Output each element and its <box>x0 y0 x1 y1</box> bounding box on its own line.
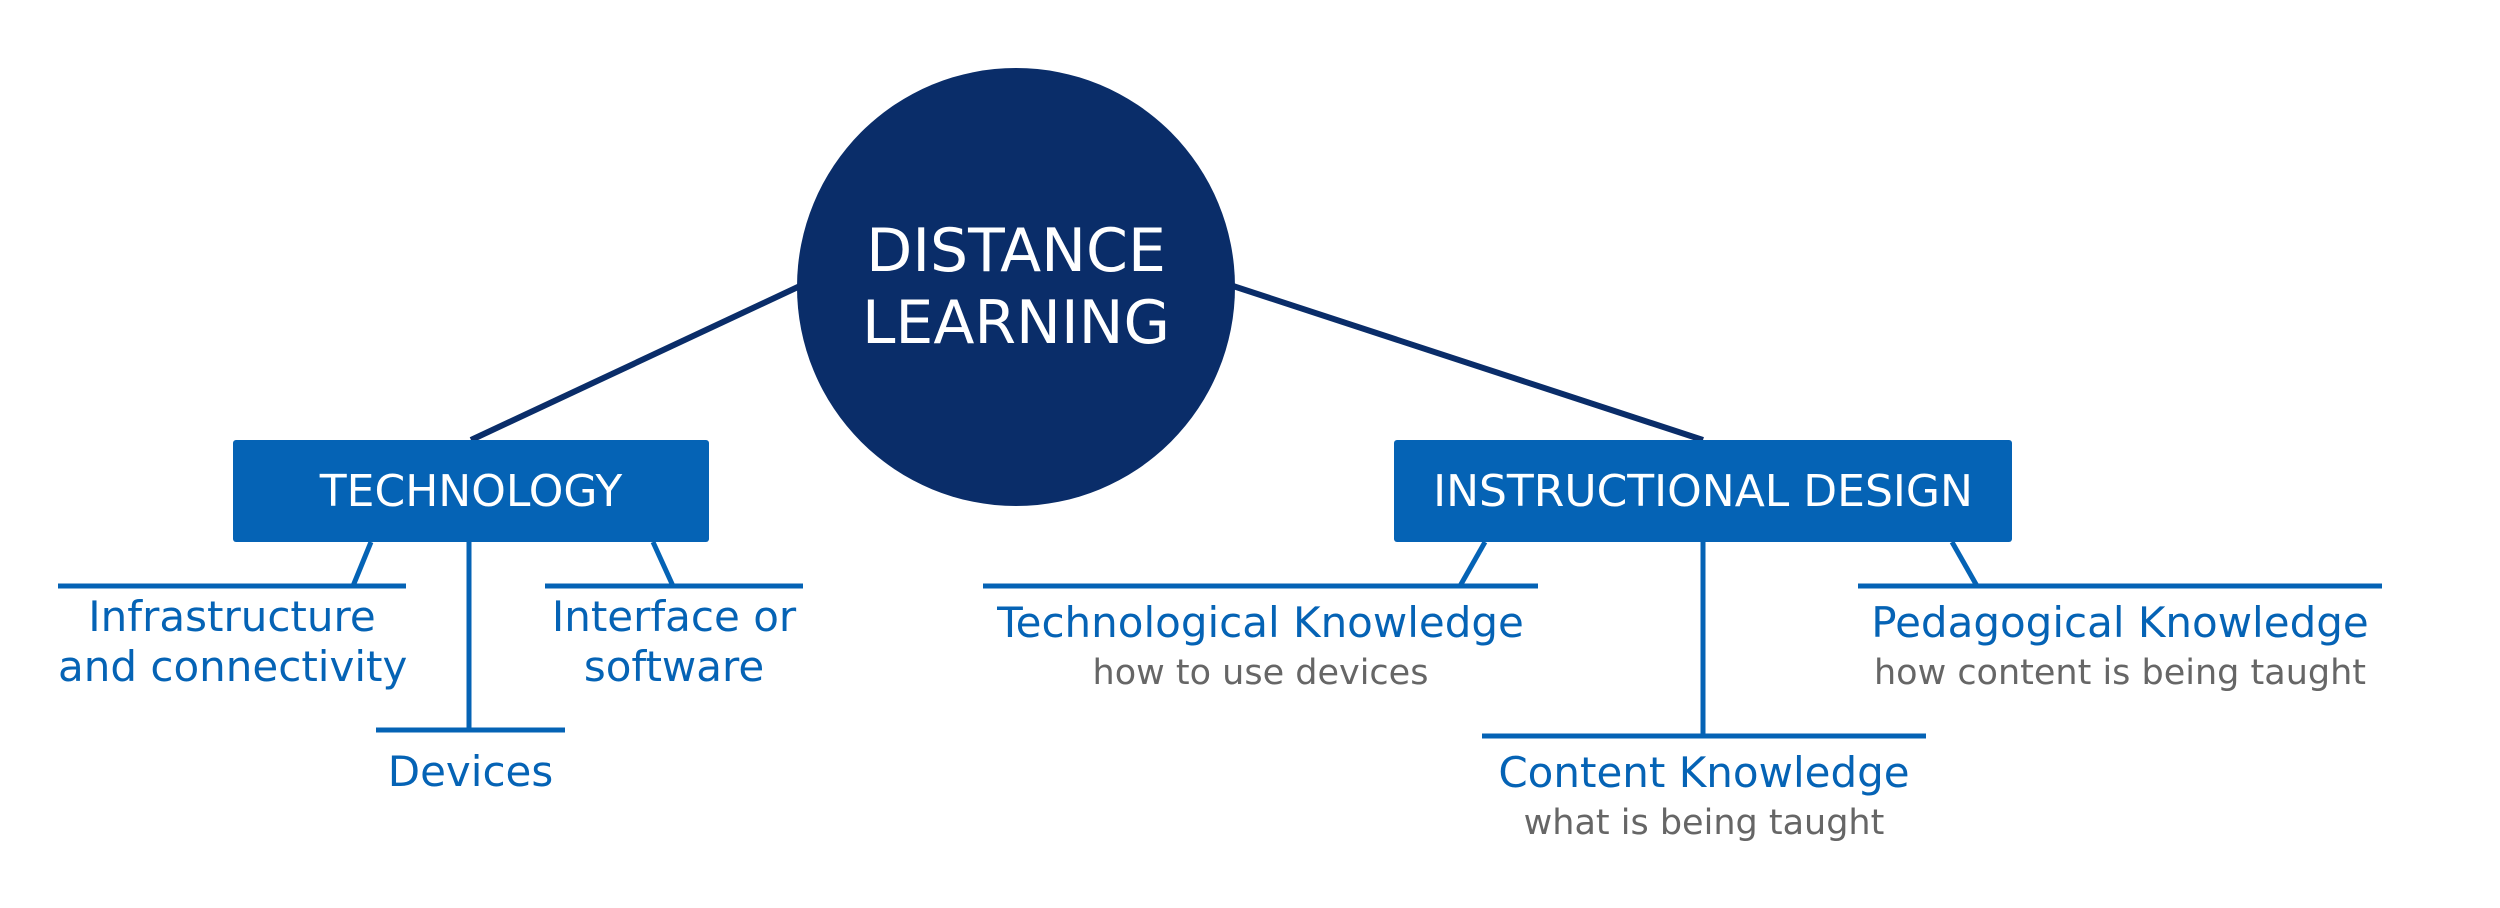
leaf-pedagogical-title: Pedagogical Knowledge <box>1871 598 2369 647</box>
connector-root-to-instructional-design <box>1232 283 1704 443</box>
root-label-line2: LEARNING <box>861 288 1171 358</box>
leaf-devices-line1: Devices <box>387 747 554 796</box>
connector-tech-interface <box>650 540 676 588</box>
leaf-content-knowledge: Content Knowledge what is being taught <box>1482 748 1926 848</box>
leaf-interface-line1: Interface or <box>551 592 797 641</box>
root-node-distance-learning: DISTANCE LEARNING <box>797 68 1235 506</box>
connector-root-to-technology <box>469 283 802 443</box>
branch-node-instructional-design: INSTRUCTIONAL DESIGN <box>1394 440 2012 542</box>
leaf-pedagogical-knowledge: Pedagogical Knowledge how content is bei… <box>1858 598 2382 698</box>
leaf-infrastructure-line2: and connectivity <box>58 642 408 691</box>
connector-tech-infrastructure <box>350 541 374 587</box>
branch-label-instructional-design: INSTRUCTIONAL DESIGN <box>1433 465 1973 517</box>
leaf-technological-knowledge: Technological Knowledge how to use devic… <box>983 598 1538 698</box>
leaf-interface: Interface or software <box>545 592 803 692</box>
leaf-technological-subtitle: how to use devices <box>1092 653 1429 693</box>
branch-node-technology: TECHNOLOGY <box>233 440 709 542</box>
connector-id-technological <box>1457 540 1488 588</box>
leaf-interface-line2: software <box>583 642 765 691</box>
leaf-technological-title: Technological Knowledge <box>997 598 1524 647</box>
leaf-infrastructure: Infrastructure and connectivity <box>58 592 408 692</box>
leaf-content-title: Content Knowledge <box>1498 748 1910 797</box>
branch-label-technology: TECHNOLOGY <box>319 465 623 517</box>
leaf-infrastructure-line1: Infrastructure <box>88 592 376 641</box>
root-label-line1: DISTANCE <box>866 216 1166 286</box>
leaf-devices: Devices <box>376 747 565 797</box>
connector-id-pedagogical <box>1949 540 1980 588</box>
leaf-content-subtitle: what is being taught <box>1523 803 1885 843</box>
leaf-pedagogical-subtitle: how content is being taught <box>1873 653 2367 693</box>
